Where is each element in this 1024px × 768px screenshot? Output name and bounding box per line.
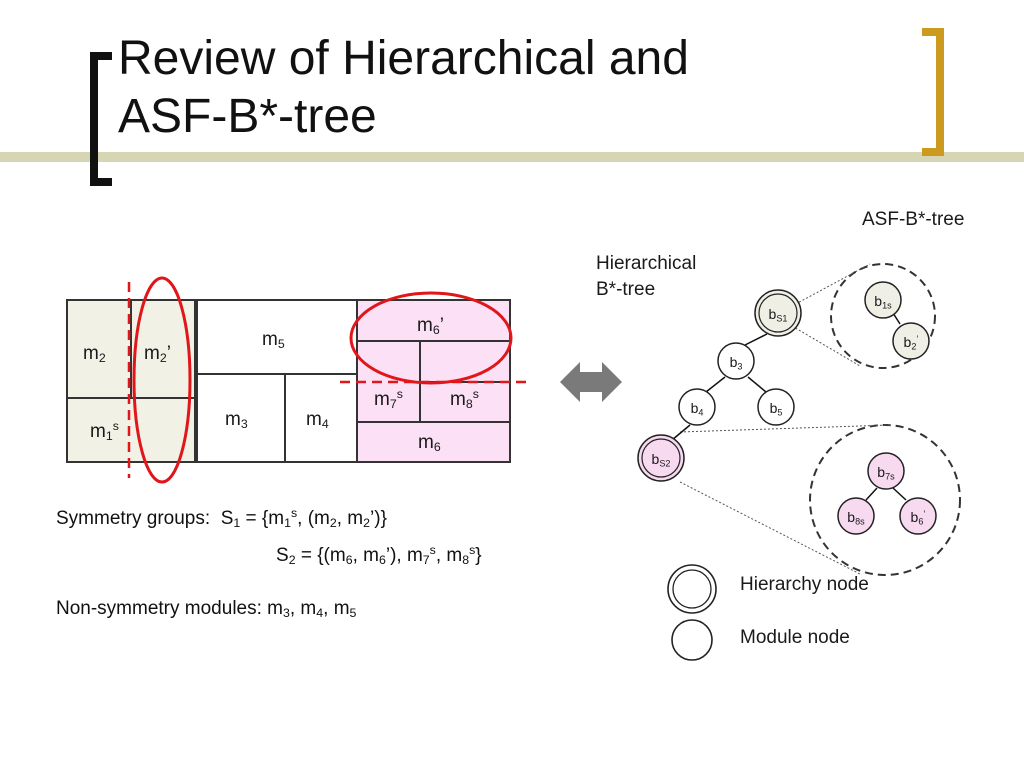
node-label-bs1: bS1 [768, 306, 788, 324]
module-label-m8s: m8s [450, 387, 479, 412]
module-label-m7s: m7s [374, 387, 403, 412]
asf-group-circle-2 [809, 424, 961, 576]
right-bracket [922, 28, 944, 156]
equivalence-arrow [560, 362, 622, 402]
asf-group-circle-1 [830, 263, 936, 369]
legend-hierarchy-label: Hierarchy node [740, 574, 869, 595]
module-node-b8s [837, 497, 875, 535]
module-label-m3: m3 [225, 409, 248, 432]
highlight-ellipse-m2 [132, 276, 192, 484]
module-label-m4: m4 [306, 409, 329, 432]
symmetry-groups-line-1: Symmetry groups: S1 = {m1s, (m2, m2’)} [56, 506, 387, 531]
title-line-1: Review of Hierarchical and [118, 32, 689, 85]
module-label-m6-prime: m6’ [417, 315, 444, 338]
highlight-ellipse-m6 [349, 291, 513, 385]
hierarchy-node-bs1 [754, 289, 802, 337]
hierarchical-tree-label: Hierarchical B*-tree [596, 253, 697, 300]
node-label-b8s: b8s [847, 509, 865, 527]
module-node-b7s [867, 452, 905, 490]
slide-title: Review of Hierarchical and ASF-B*-tree [118, 30, 689, 146]
module-node-b2-prime [892, 322, 930, 360]
module-label-m2-prime: m2’ [144, 343, 171, 366]
node-label-b5: b5 [769, 400, 783, 418]
symmetry-groups-label: Symmetry groups: [56, 508, 211, 529]
module-label-m6: m6 [418, 432, 441, 455]
module-node-b6-prime [899, 497, 937, 535]
legend-module-symbol [671, 619, 713, 661]
left-bracket [90, 52, 112, 186]
non-symmetry-modules: Non-symmetry modules: m3, m4, m5 [56, 598, 357, 621]
asf-tree-label: ASF-B*-tree [862, 209, 965, 230]
module-node-b1s [864, 281, 902, 319]
symmetry-groups-line-2: S2 = {(m6, m6’), m7s, m8s} [276, 543, 482, 568]
legend-hierarchy-symbol [667, 564, 717, 614]
node-label-b3: b3 [729, 354, 743, 372]
module-node-b5 [757, 388, 795, 426]
node-label-b4: b4 [690, 400, 704, 418]
node-label-b2-prime: b2’ [903, 334, 919, 352]
node-label-bs2: bS2 [651, 451, 671, 469]
module-label-m1s: m1s [90, 419, 119, 444]
title-underline-bar [0, 152, 1024, 162]
node-label-b6-prime: b6’ [910, 509, 926, 527]
module-node-b3 [717, 342, 755, 380]
module-label-m2: m2 [83, 343, 106, 366]
node-label-b7s: b7s [877, 464, 895, 482]
legend-module-label: Module node [740, 627, 850, 648]
hierarchy-node-bs2 [637, 434, 685, 482]
module-label-m5: m5 [262, 329, 285, 352]
module-node-b4 [678, 388, 716, 426]
node-label-b1s: b1s [874, 293, 892, 311]
title-line-2: ASF-B*-tree [118, 90, 377, 143]
